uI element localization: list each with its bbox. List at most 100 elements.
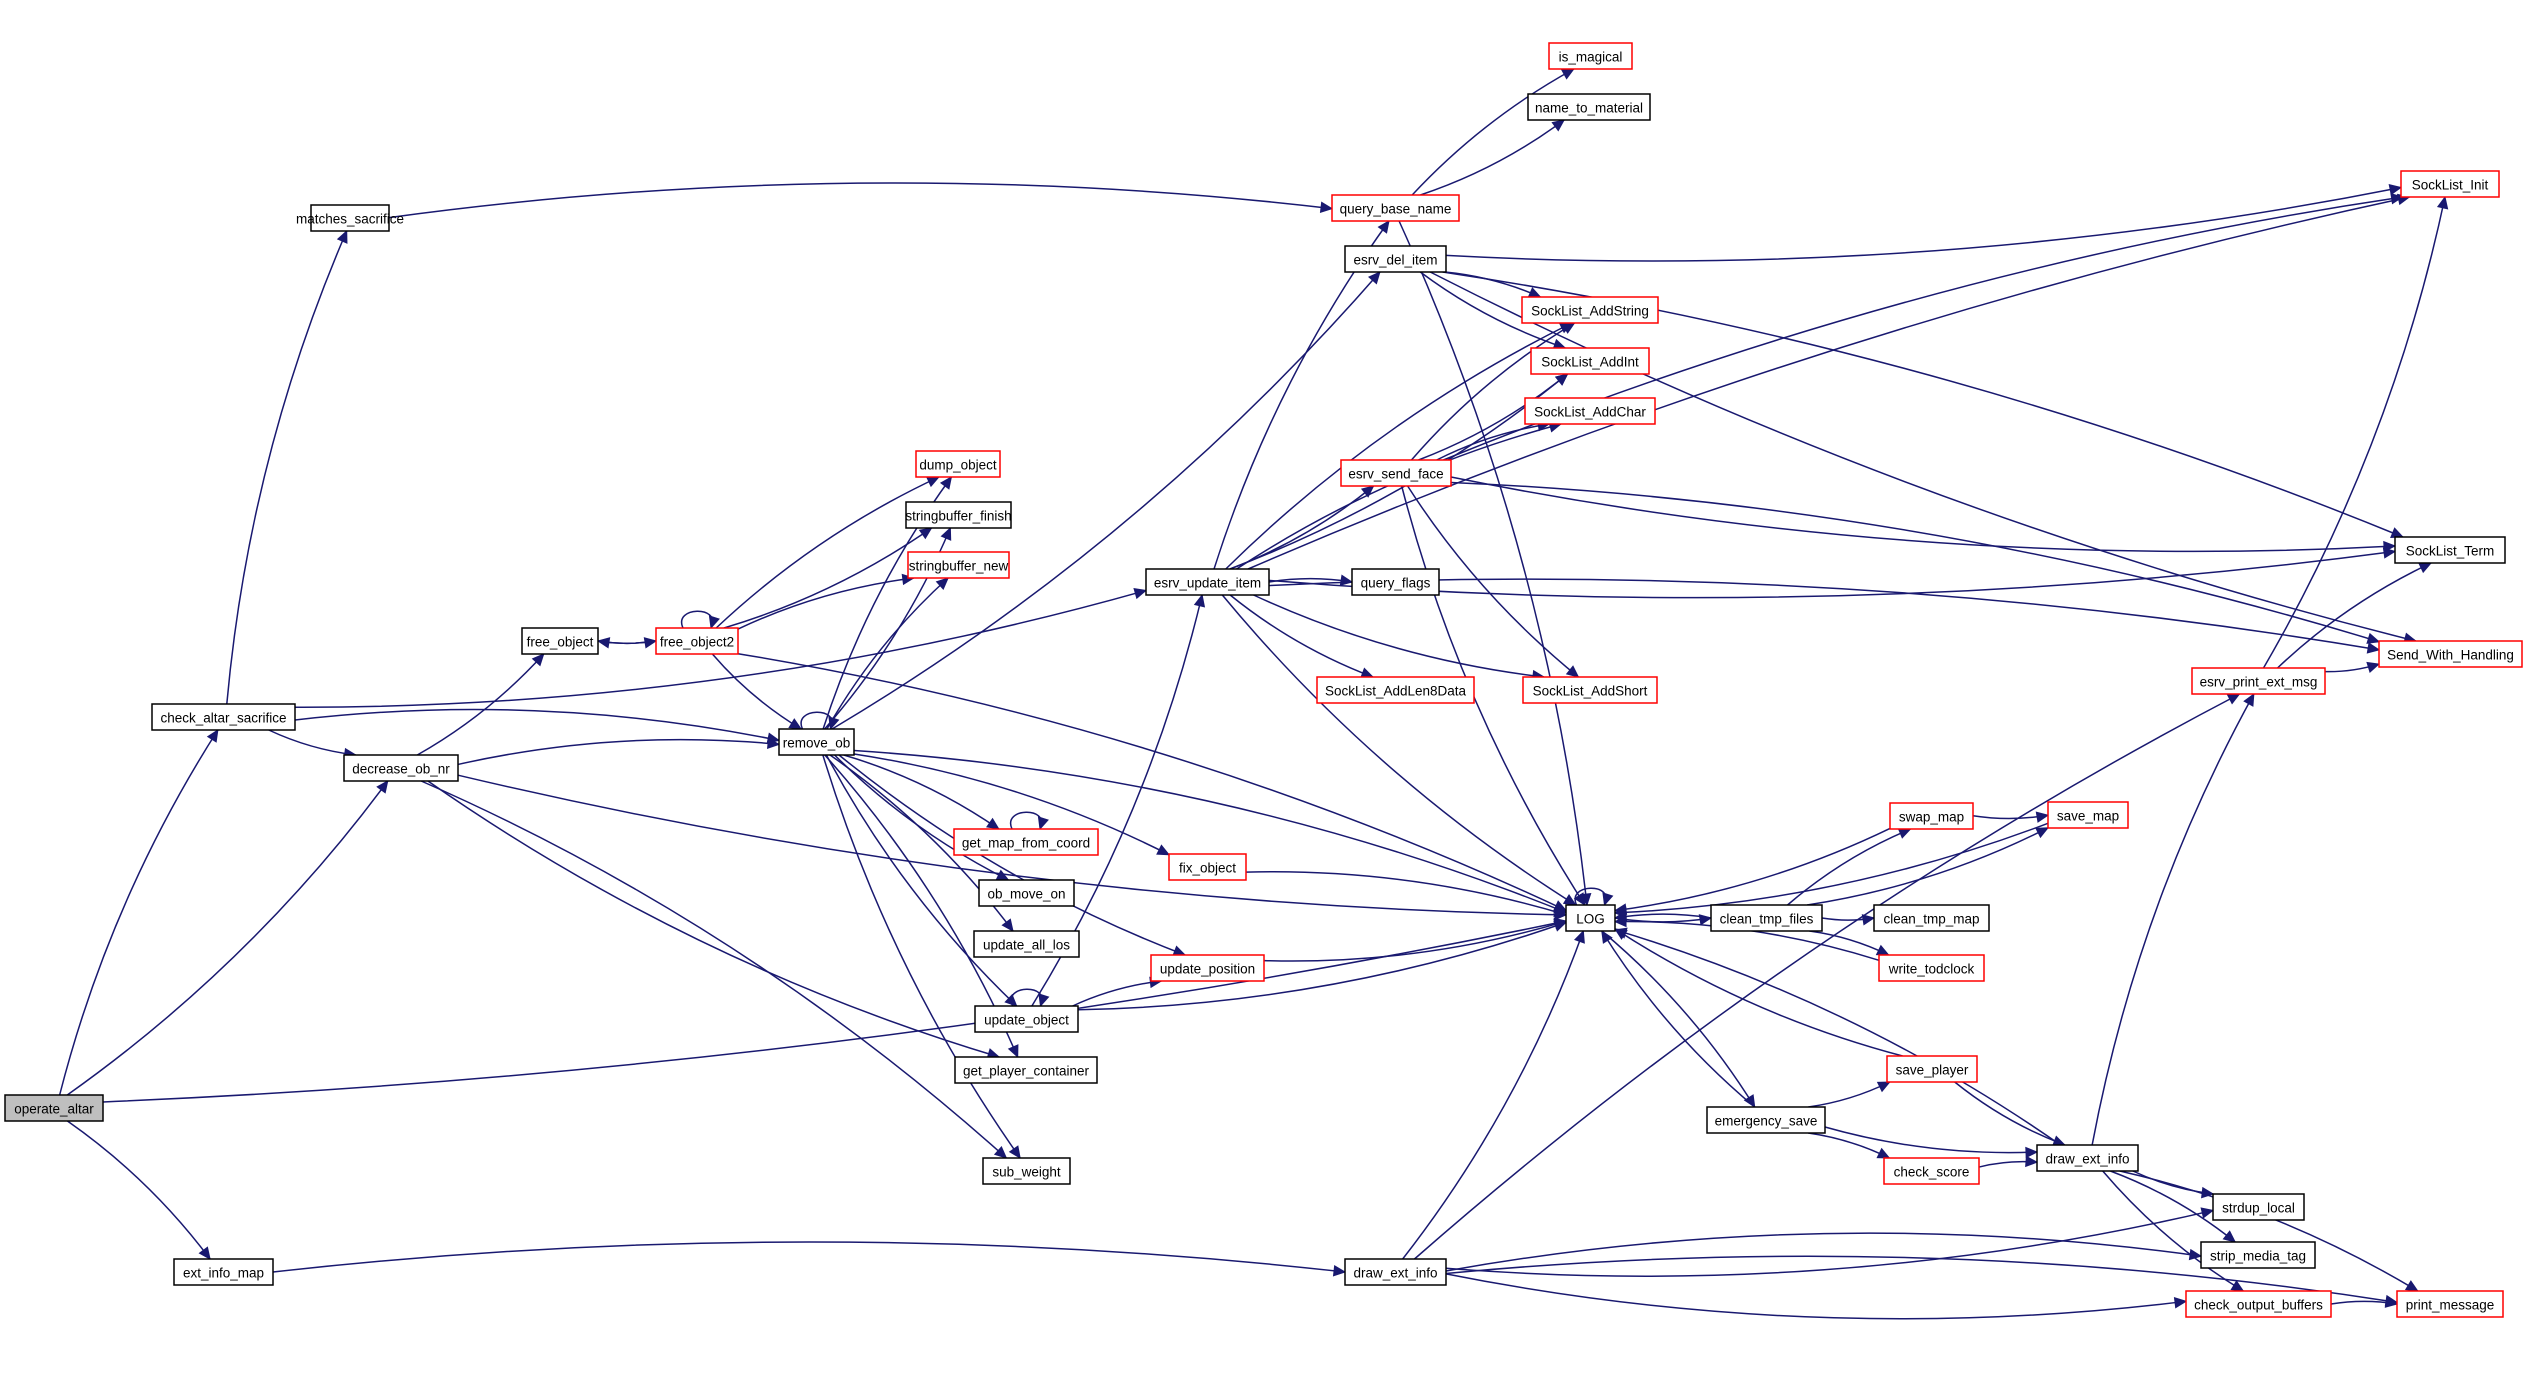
node-query-base-name[interactable]: query_base_name: [1331, 194, 1460, 222]
node-box[interactable]: [1530, 347, 1650, 375]
node-swap-map[interactable]: swap_map: [1889, 802, 1974, 830]
node-free-object[interactable]: free_object: [521, 627, 599, 655]
node-get-map-from-coord[interactable]: get_map_from_coord: [953, 828, 1099, 856]
node-esrv-del-item[interactable]: esrv_del_item: [1344, 245, 1447, 273]
node-socklist-addchar[interactable]: SockList_AddChar: [1524, 397, 1656, 425]
node-log[interactable]: LOG: [1565, 904, 1616, 932]
node-socklist-addshort[interactable]: SockList_AddShort: [1522, 676, 1658, 704]
node-box[interactable]: [973, 930, 1080, 958]
node-box[interactable]: [1145, 568, 1270, 596]
node-box[interactable]: [2200, 1241, 2316, 1269]
node-box[interactable]: [1883, 1157, 1980, 1185]
node-update-all-los[interactable]: update_all_los: [973, 930, 1080, 958]
node-box[interactable]: [982, 1157, 1071, 1185]
node-box[interactable]: [1527, 93, 1651, 121]
node-box[interactable]: [310, 204, 390, 232]
node-socklist-addint[interactable]: SockList_AddInt: [1530, 347, 1650, 375]
node-write-todclock[interactable]: write_todclock: [1878, 954, 1985, 982]
node-box[interactable]: [907, 551, 1010, 579]
node-box[interactable]: [151, 703, 296, 731]
node-box[interactable]: [1331, 194, 1460, 222]
node-fix-object[interactable]: fix_object: [1168, 853, 1247, 881]
node-box[interactable]: [1150, 954, 1265, 982]
node-box[interactable]: [1710, 904, 1823, 932]
node-update-position[interactable]: update_position: [1150, 954, 1265, 982]
node-socklist-init[interactable]: SockList_Init: [2400, 170, 2500, 198]
node-box[interactable]: [1344, 245, 1447, 273]
node-box[interactable]: [1168, 853, 1247, 881]
node-box[interactable]: [2191, 667, 2326, 695]
node-socklist-addlen8data[interactable]: SockList_AddLen8Data: [1316, 676, 1475, 704]
node-box[interactable]: [2400, 170, 2500, 198]
node-check-score[interactable]: check_score: [1883, 1157, 1980, 1185]
node-clean-tmp-files[interactable]: clean_tmp_files: [1710, 904, 1823, 932]
node-box[interactable]: [915, 450, 1001, 478]
node-save-player[interactable]: save_player: [1886, 1055, 1978, 1083]
node-box[interactable]: [1316, 676, 1475, 704]
node-box[interactable]: [343, 754, 459, 782]
node-box[interactable]: [974, 1005, 1079, 1033]
node-matches-sacrifice[interactable]: matches_sacrifice: [296, 204, 404, 232]
node-strdup-local[interactable]: strdup_local: [2212, 1193, 2305, 1221]
node-box[interactable]: [1351, 568, 1440, 596]
node-box[interactable]: [978, 879, 1075, 907]
node-box[interactable]: [2396, 1290, 2504, 1318]
node-box[interactable]: [2185, 1290, 2332, 1318]
node-box[interactable]: [2394, 536, 2506, 564]
node-socklist-addstring[interactable]: SockList_AddString: [1521, 296, 1659, 324]
node-draw-ext-info[interactable]: draw_ext_info: [1344, 1258, 1447, 1286]
node-box[interactable]: [1878, 954, 1985, 982]
node-box[interactable]: [521, 627, 599, 655]
node-box[interactable]: [1548, 42, 1633, 70]
node-dump-object[interactable]: dump_object: [915, 450, 1001, 478]
node-operate-altar[interactable]: operate_altar: [4, 1094, 104, 1122]
node-ob-move-on[interactable]: ob_move_on: [978, 879, 1075, 907]
node-stringbuffer-finish[interactable]: stringbuffer_finish: [905, 501, 1012, 529]
node-query-flags[interactable]: query_flags: [1351, 568, 1440, 596]
node-free-object2[interactable]: free_object2: [655, 627, 739, 655]
node-box[interactable]: [1340, 459, 1452, 487]
node-box[interactable]: [1873, 904, 1990, 932]
node-send-with-handling[interactable]: Send_With_Handling: [2378, 640, 2523, 668]
node-box[interactable]: [1524, 397, 1656, 425]
node-box[interactable]: [2378, 640, 2523, 668]
node-is-magical[interactable]: is_magical: [1548, 42, 1633, 70]
node-box[interactable]: [905, 501, 1012, 529]
node-box[interactable]: [655, 627, 739, 655]
node-ext-info-map[interactable]: ext_info_map: [173, 1258, 274, 1286]
node-box[interactable]: [173, 1258, 274, 1286]
node-decrease-ob-nr[interactable]: decrease_ob_nr: [343, 754, 459, 782]
node-box[interactable]: [953, 828, 1099, 856]
node-box[interactable]: [2047, 801, 2129, 829]
node-box[interactable]: [1889, 802, 1974, 830]
node-esrv-send-face[interactable]: esrv_send_face: [1340, 459, 1452, 487]
node-emergency-save[interactable]: emergency_save: [1706, 1106, 1826, 1134]
node-box[interactable]: [4, 1094, 104, 1122]
node-box[interactable]: [1344, 1258, 1447, 1286]
node-box[interactable]: [2212, 1193, 2305, 1221]
node-esrv-update-item[interactable]: esrv_update_item: [1145, 568, 1270, 596]
node-check-altar-sacrifice[interactable]: check_altar_sacrifice: [151, 703, 296, 731]
node-sub-weight[interactable]: sub_weight: [982, 1157, 1071, 1185]
node-stringbuffer-new[interactable]: stringbuffer_new: [907, 551, 1010, 579]
node-box[interactable]: [1706, 1106, 1826, 1134]
node-box[interactable]: [1565, 904, 1616, 932]
node-remove-ob[interactable]: remove_ob: [778, 728, 855, 756]
node-box[interactable]: [1522, 676, 1658, 704]
node-draw-ext-info-2[interactable]: draw_ext_info: [2036, 1144, 2139, 1172]
node-clean-tmp-map[interactable]: clean_tmp_map: [1873, 904, 1990, 932]
node-box[interactable]: [1886, 1055, 1978, 1083]
node-box[interactable]: [2036, 1144, 2139, 1172]
node-esrv-print-ext-msg[interactable]: esrv_print_ext_msg: [2191, 667, 2326, 695]
node-box[interactable]: [1521, 296, 1659, 324]
node-strip-media-tag[interactable]: strip_media_tag: [2200, 1241, 2316, 1269]
node-box[interactable]: [778, 728, 855, 756]
node-save-map[interactable]: save_map: [2047, 801, 2129, 829]
node-update-object[interactable]: update_object: [974, 1005, 1079, 1033]
node-box[interactable]: [954, 1056, 1098, 1084]
node-socklist-term[interactable]: SockList_Term: [2394, 536, 2506, 564]
node-name-to-material[interactable]: name_to_material: [1527, 93, 1651, 121]
node-print-message[interactable]: print_message: [2396, 1290, 2504, 1318]
node-check-output-buffers[interactable]: check_output_buffers: [2185, 1290, 2332, 1318]
node-get-player-container[interactable]: get_player_container: [954, 1056, 1098, 1084]
